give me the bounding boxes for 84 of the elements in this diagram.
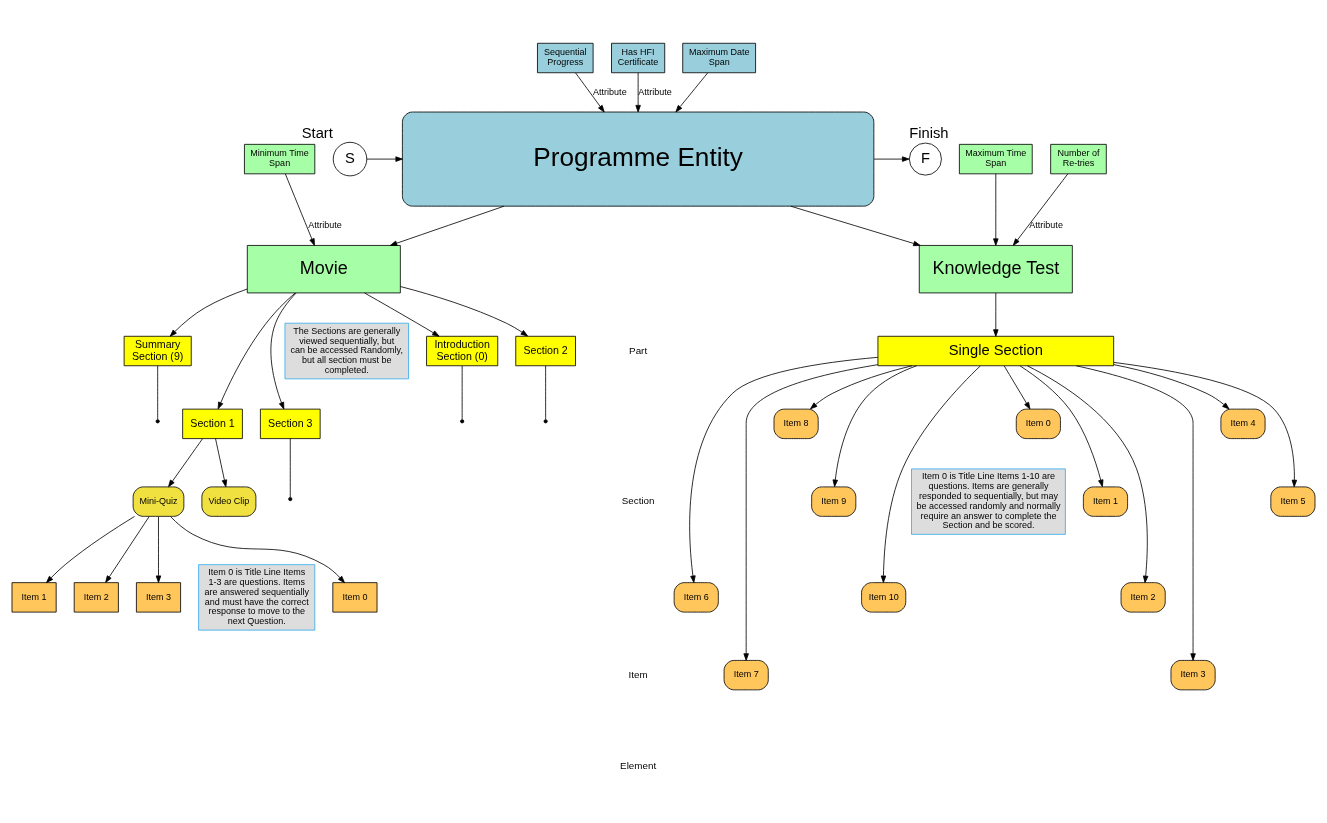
node-box: Item 1 bbox=[1082, 485, 1128, 517]
label: Section bbox=[621, 494, 655, 506]
arrow bbox=[993, 292, 999, 337]
arrow bbox=[1012, 172, 1069, 246]
arrow bbox=[270, 292, 297, 409]
edge-label: Attribute bbox=[593, 86, 627, 97]
node-box: Section 2 bbox=[515, 335, 576, 366]
arrow bbox=[743, 363, 879, 661]
arrow bbox=[170, 515, 345, 583]
node-label: Start bbox=[301, 124, 333, 141]
arrow bbox=[1003, 365, 1031, 409]
connector bbox=[461, 365, 463, 420]
node-box: Section 1 bbox=[182, 408, 243, 439]
node-box: Has HFI Certificate bbox=[611, 42, 666, 73]
connector bbox=[545, 365, 547, 420]
node-box: Item 0 bbox=[332, 581, 378, 613]
label: Part bbox=[629, 344, 648, 356]
node-box: Movie bbox=[246, 244, 401, 293]
arrow bbox=[217, 292, 296, 409]
arrow bbox=[105, 515, 150, 583]
node-box: Item 1 bbox=[11, 581, 57, 613]
arrow bbox=[1019, 365, 1104, 487]
node-box: Video Clip bbox=[201, 485, 257, 517]
node-box: Item 5 bbox=[1270, 485, 1316, 517]
node-box: Programme Entity bbox=[402, 111, 875, 207]
node-box: Item 0 bbox=[1015, 408, 1061, 439]
node-box: Item 8 bbox=[773, 408, 819, 439]
node-box: Mini-Quiz bbox=[132, 485, 185, 517]
edge-label: Attribute bbox=[638, 86, 672, 97]
node-box: Item 9 bbox=[811, 485, 857, 517]
node-box: Item 10 bbox=[861, 581, 907, 613]
arrow bbox=[790, 205, 921, 246]
arrow bbox=[400, 285, 528, 336]
arrow bbox=[284, 172, 315, 246]
arrow bbox=[880, 365, 981, 583]
arrow bbox=[215, 437, 228, 487]
arrow bbox=[675, 71, 709, 112]
arrow bbox=[993, 172, 999, 246]
connector bbox=[289, 437, 291, 498]
node-box: Maximum Date Span bbox=[682, 42, 756, 73]
edge-label: Attribute bbox=[308, 219, 342, 230]
arrow bbox=[389, 205, 505, 246]
arrow bbox=[46, 515, 135, 583]
arrow bbox=[810, 364, 913, 409]
node-box: Minimum Time Span bbox=[244, 143, 316, 174]
arrow bbox=[1113, 361, 1298, 487]
node-box: Number of Re-tries bbox=[1050, 143, 1107, 174]
label: Item bbox=[628, 668, 648, 680]
arrow bbox=[169, 288, 248, 337]
label: Element bbox=[620, 759, 657, 771]
node-box: Item 6 bbox=[673, 581, 719, 613]
node-box: Maximum Time Span bbox=[958, 143, 1033, 174]
arrow bbox=[575, 71, 605, 112]
arrow bbox=[832, 364, 917, 487]
arrow bbox=[366, 155, 403, 162]
node-box: Item 4 bbox=[1220, 408, 1266, 439]
node-box: Summary Section (9) bbox=[123, 335, 192, 366]
arrow bbox=[1075, 364, 1196, 661]
arrow bbox=[168, 437, 203, 487]
arrow bbox=[635, 71, 641, 112]
arrow bbox=[364, 292, 440, 337]
arrow bbox=[155, 515, 162, 583]
node-box: Item 2 bbox=[73, 581, 119, 613]
node-box: Introduction Section (0) bbox=[426, 335, 499, 366]
node-circle: F bbox=[908, 142, 942, 176]
arrow bbox=[689, 356, 879, 583]
arrow bbox=[873, 155, 910, 162]
node-box: Section 3 bbox=[260, 408, 321, 439]
node-box: Item 3 bbox=[136, 581, 181, 613]
node-box: Item 3 bbox=[1170, 659, 1216, 690]
connector bbox=[157, 365, 159, 420]
node-box: Knowledge Test bbox=[918, 244, 1073, 293]
node-circle: S bbox=[332, 141, 368, 176]
node-box: Item 0 is Title Line Items 1-10 are questions. Items are generally responded to sequentially, but may be accessed randomly and normally require an answer to complete the Section and be scored. bbox=[911, 467, 1066, 535]
node-box: Sequential Progress bbox=[537, 42, 594, 73]
node-box: Single Section bbox=[877, 335, 1115, 366]
arrow bbox=[1113, 363, 1230, 409]
node-box: Item 2 bbox=[1120, 581, 1166, 613]
edge-label: Attribute bbox=[1029, 219, 1063, 230]
node-box: The Sections are generally viewed sequentially, but can be accessed Randomly, but all section must be completed. bbox=[284, 322, 409, 379]
node-label: Finish bbox=[909, 124, 949, 141]
node-box: Item 0 is Title Line Items 1-3 are questions. Items are answered sequentially and must have the correct response to move to the next Question. bbox=[198, 563, 316, 631]
node-box: Item 7 bbox=[723, 659, 769, 690]
arrow bbox=[1027, 364, 1149, 583]
